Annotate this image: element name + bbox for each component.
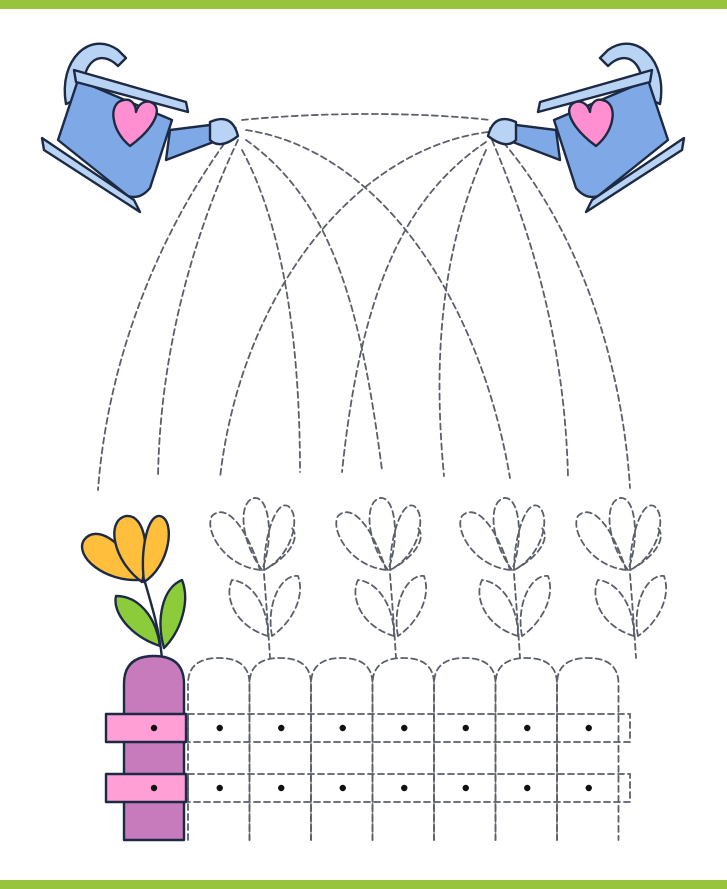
nail-dot (524, 784, 531, 792)
fence-rail (104, 712, 188, 744)
nail-dot (216, 784, 223, 792)
traced-flower (335, 497, 427, 659)
nail-dot (216, 724, 223, 732)
fence-picket (556, 657, 620, 841)
fence-rail (104, 772, 188, 804)
traced-flower-stroke (389, 504, 422, 571)
water-stream (241, 113, 491, 121)
top-border (0, 0, 727, 9)
traced-flower-stroke (242, 497, 270, 571)
traced-flower-stroke (269, 575, 301, 637)
traced-flower-stroke (389, 573, 397, 659)
fence-picket (494, 657, 558, 841)
water-stream (219, 131, 489, 479)
nail-dot (339, 784, 346, 792)
water-stream (157, 139, 239, 479)
fence-rail (187, 713, 631, 743)
nail-dot (585, 784, 592, 792)
fence-picket (187, 657, 251, 841)
traced-flower-stroke (395, 575, 427, 637)
nail-dot (150, 724, 158, 732)
traced-flowers (209, 497, 667, 659)
traced-flower-stroke (478, 579, 519, 637)
nail-dot (401, 784, 408, 792)
watering-can-right-icon (486, 42, 686, 214)
traced-flower-stroke (575, 511, 627, 571)
heart-icon (568, 98, 614, 148)
watering-can-left-icon (40, 42, 240, 214)
fence-picket (433, 657, 497, 841)
nail-dot (150, 784, 158, 792)
water-stream (341, 141, 487, 473)
traced-flower-stroke (629, 527, 662, 571)
traced-flower-stroke (368, 497, 396, 571)
traced-flower-stroke (608, 497, 636, 571)
traced-flower-stroke (228, 579, 269, 637)
nail-dot (462, 784, 469, 792)
tulip-icon (80, 514, 187, 662)
traced-flower-stroke (594, 579, 635, 637)
leaf-icon (159, 578, 187, 650)
fence-picket (310, 657, 374, 841)
fence-picket (371, 657, 435, 841)
water-stream (245, 129, 511, 479)
traced-flower-stroke (263, 573, 271, 659)
traced-flower-stroke (513, 504, 546, 571)
traced-flower-stroke (263, 527, 296, 571)
traced-flower-stroke (389, 527, 422, 571)
traced-flower-stroke (513, 527, 546, 571)
traced-flower (209, 497, 301, 659)
heart-icon (112, 98, 158, 148)
nail-dot (278, 724, 285, 732)
nail-dot (339, 724, 346, 732)
traced-flower (459, 497, 551, 659)
water-stream (489, 127, 631, 489)
traced-flower-stroke (354, 579, 395, 637)
fence-rail (187, 773, 631, 803)
water-streams (97, 113, 631, 491)
nail-dot (401, 724, 408, 732)
nail-dot (462, 724, 469, 732)
fence-picket (248, 657, 312, 841)
traced-flower-stroke (519, 575, 551, 637)
traced-flower-stroke (513, 573, 521, 659)
leaf-icon (114, 594, 162, 648)
traced-flower-stroke (635, 575, 667, 637)
fence-post (122, 654, 186, 842)
nail-dot (278, 784, 285, 792)
traced-flower-stroke (629, 573, 637, 659)
water-stream (241, 149, 301, 473)
nail-dot (585, 724, 592, 732)
water-stream (245, 139, 383, 471)
traced-flower-stroke (263, 504, 296, 571)
water-stream (97, 127, 237, 491)
traced-flower-stroke (629, 504, 662, 571)
picket-fence-icon (104, 654, 631, 842)
traced-flower-stroke (492, 497, 520, 571)
traced-flower (575, 497, 667, 659)
traced-flower-stroke (459, 511, 511, 571)
bottom-border (0, 880, 727, 889)
traced-flower-stroke (209, 511, 261, 571)
water-stream (491, 139, 569, 479)
traced-flower-stroke (335, 511, 387, 571)
water-stream (438, 149, 487, 477)
nail-dot (524, 724, 531, 732)
